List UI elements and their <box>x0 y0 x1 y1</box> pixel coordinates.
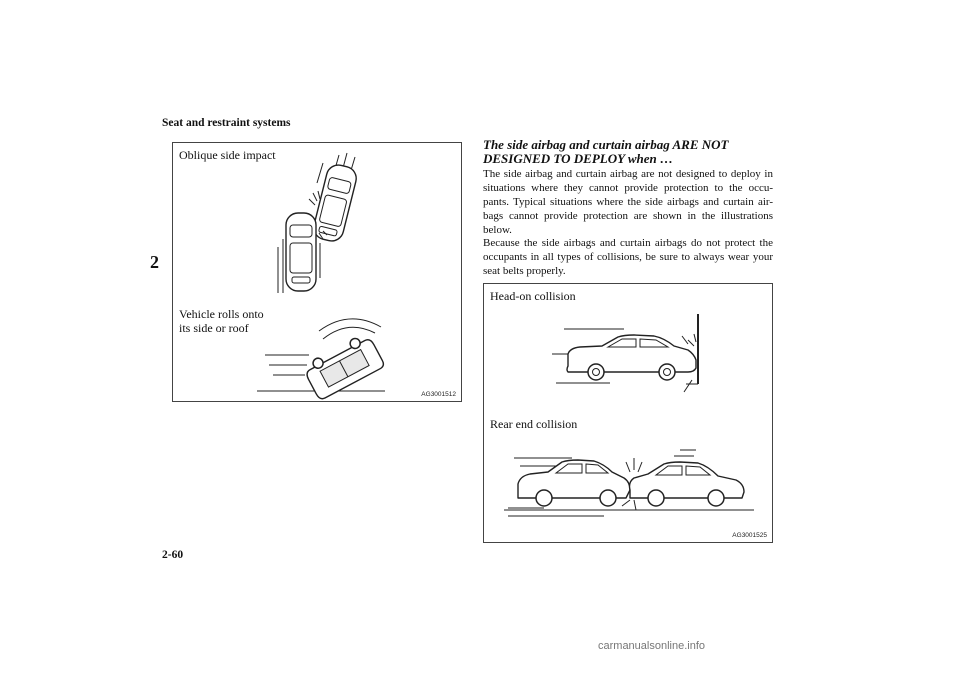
running-header: Seat and restraint systems <box>162 117 291 129</box>
watermark: carmanualsonline.info <box>598 640 706 652</box>
paragraph-2: Because the side airbags and curtain air… <box>483 237 773 277</box>
figure-collisions: Head-on collision Rear end collision AG3… <box>483 283 773 543</box>
section-title: The side airbag and curtain airbag ARE N… <box>483 138 773 166</box>
chapter-number: 2 <box>150 252 159 272</box>
oblique-impact-illustration <box>257 152 385 400</box>
figure-oblique-impact: Oblique side impact Vehicle rolls onto i… <box>172 142 462 402</box>
page-number: 2-60 <box>162 549 184 561</box>
figure-label-oblique-impact: Oblique side impact <box>179 148 276 162</box>
figure-label-head-on: Head-on collision <box>490 289 576 303</box>
section-title-line1: The side airbag and curtain airbag ARE N… <box>483 137 729 152</box>
section-title-line2: DESIGNED TO DEPLOY when … <box>483 151 673 166</box>
figure-label-rollover-line2: its side or roof <box>179 321 249 335</box>
figure-label-rear-end: Rear end collision <box>490 417 578 431</box>
collision-illustration <box>504 314 754 517</box>
figure-label-rollover-line1: Vehicle rolls onto <box>179 307 264 321</box>
figure-code: AG3001512 <box>421 391 456 398</box>
figure-code: AG3001525 <box>732 532 767 539</box>
paragraph-1: The side airbag and curtain airbag are n… <box>483 168 773 236</box>
